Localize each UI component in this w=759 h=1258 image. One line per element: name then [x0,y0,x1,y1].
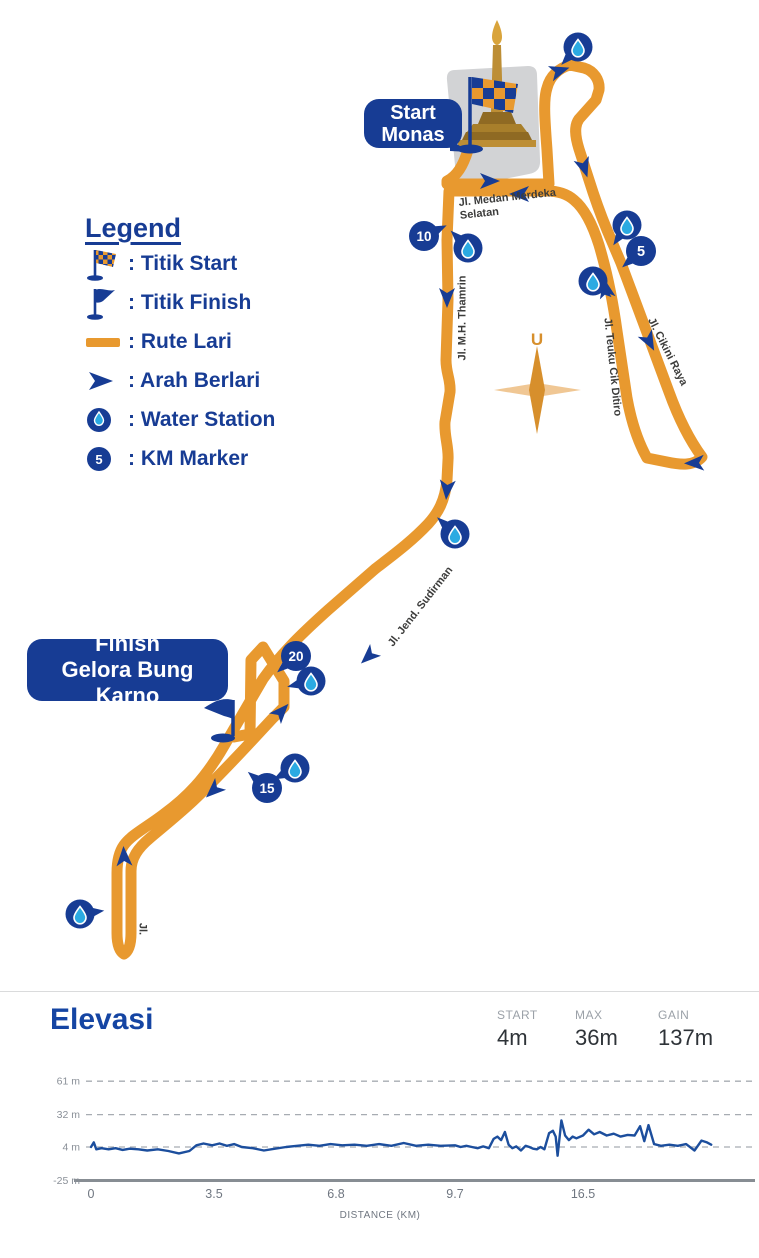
stat-max-label: MAX [575,1008,603,1022]
elevation-profile-line [89,1119,713,1157]
direction-arrow-icon [637,329,655,351]
legend-title: Legend [85,213,182,243]
legend-item-finish: : Titik Finish [85,283,275,322]
route-line-icon [86,337,120,347]
direction-arrow-icon [439,288,455,308]
legend-item-km: 5 : KM Marker [85,439,275,478]
route-map-canvas [111,20,708,960]
km-marker-20: 20 [277,641,311,673]
x-tick-label: 9.7 [446,1187,463,1201]
direction-arrow-icon [360,644,382,664]
y-tick-label: 4 m [62,1142,80,1154]
direction-arrow-icon [573,155,589,178]
legend: Legend : Titik Start : Titik Finish : Ru… [85,213,275,478]
water-station-marker [287,666,326,696]
compass-icon [494,346,581,434]
finish-flag-icon [204,699,235,743]
x-axis-title: DISTANCE (KM) [340,1210,421,1221]
x-tick-label: 6.8 [327,1187,344,1201]
finish-badge-line2: Gelora Bung Karno [61,657,194,708]
legend-item-water: : Water Station [85,400,275,439]
x-tick-label: 16.5 [571,1187,595,1201]
svg-text:15: 15 [259,781,275,796]
street-label-thamrin: Jl. M.H. Thamrin [456,275,469,361]
svg-text:5: 5 [95,452,102,467]
y-tick-label: 61 m [57,1076,81,1088]
elevation-title: Elevasi [50,1003,154,1036]
water-station-marker [437,517,470,549]
direction-arrow-icon [547,66,570,82]
svg-text:10: 10 [416,229,431,244]
finish-flag-icon [87,288,115,320]
section-divider [0,991,759,992]
legend-item-label: : Water Station [128,407,276,431]
legend-item-label: : Titik Finish [128,290,252,314]
svg-text:5: 5 [637,244,645,260]
direction-arrow-icon [439,479,456,500]
start-flag-icon [87,249,116,281]
x-tick-label: 3.5 [205,1187,222,1201]
street-label-jl: Jl. [136,922,149,936]
stat-gain-value: 137m [658,1025,714,1050]
direction-arrow-icon [509,186,529,202]
stat-max: MAX 36m [575,1008,618,1051]
direction-arrow-icon [116,846,133,867]
legend-item-label: : Titik Start [128,251,238,275]
water-drop-icon [87,407,111,432]
run-arrow-icon [89,371,113,390]
stat-max-value: 36m [575,1025,618,1050]
stat-start-value: 4m [497,1025,528,1050]
water-station-marker [578,266,612,298]
legend-item-direction: : Arah Berlari [85,361,275,400]
finish-badge-line1: Finish [95,631,160,656]
water-station-marker [65,899,105,929]
legend-item-start: : Titik Start [85,244,275,283]
water-station-marker [450,230,483,263]
compass-north-label: U [530,330,544,349]
legend-item-label: : Rute Lari [128,329,232,353]
route-path [111,59,708,960]
direction-arrow-icon [684,454,705,471]
finish-badge: Finish Gelora Bung Karno [27,631,228,708]
start-badge-line2: Monas [381,123,445,146]
y-tick-label: -25 m [53,1175,80,1187]
legend-item-route: : Rute Lari [85,322,275,361]
direction-arrows [116,66,705,867]
water-station-marker [273,753,310,783]
stat-start: START 4m [497,1008,538,1051]
direction-arrow-icon [269,703,289,725]
svg-text:20: 20 [288,649,303,664]
water-station-marker [561,32,593,65]
start-badge-line1: Start [390,101,436,124]
legend-item-label: : Arah Berlari [128,368,261,392]
start-badge: Start Monas [364,99,462,148]
x-tick-label: 0 [88,1187,95,1201]
water-station-marker [612,210,642,246]
km-marker-15: 15 [247,771,282,803]
km-marker-icon: 5 [87,446,111,471]
legend-item-label: : KM Marker [128,446,249,470]
stat-gain: GAIN 137m [658,1008,713,1051]
km-marker-10: 10 [409,221,447,251]
km-marker-5: 5 [622,236,656,268]
stat-start-label: START [497,1008,538,1022]
direction-arrow-icon [480,173,500,189]
map-marker-layer: 5 10 15 20 [65,32,656,929]
direction-arrow-icon [205,778,227,798]
y-tick-label: 32 m [57,1109,81,1121]
stat-gain-label: GAIN [658,1008,690,1022]
